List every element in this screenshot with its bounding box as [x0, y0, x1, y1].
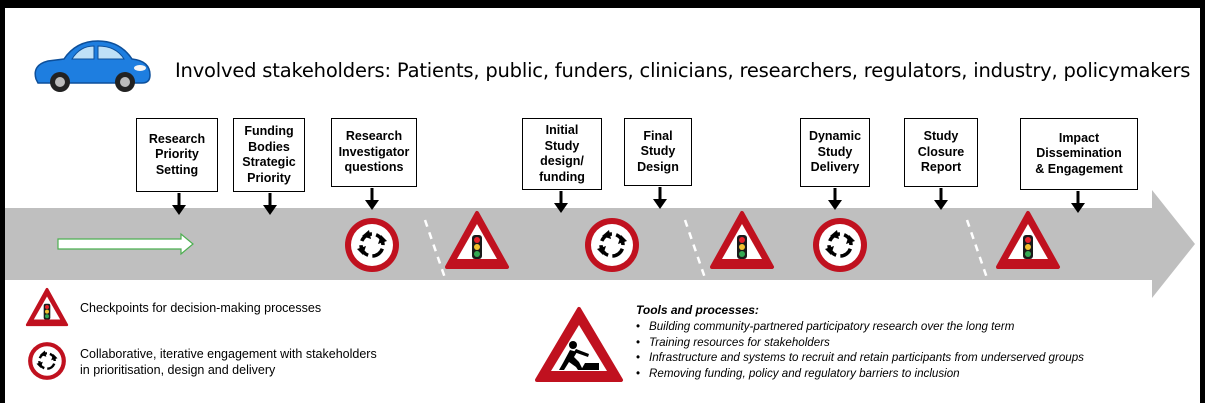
lane-dash [423, 219, 989, 279]
roadworks-sign-icon [535, 307, 623, 382]
tools-list: Building community-partnered participato… [636, 319, 1084, 381]
tools-list-item: Infrastructure and systems to recruit an… [636, 350, 1084, 366]
car-icon [34, 40, 151, 92]
legend-checkpoint-label: Checkpoints for decision-making processe… [80, 301, 322, 315]
tools-list-item: Training resources for stakeholders [636, 335, 1084, 351]
stakeholders-title: Involved stakeholders: Patients, public,… [175, 59, 1191, 82]
start-arrow [57, 232, 194, 256]
tools-list-item: Building community-partnered participato… [636, 319, 1084, 335]
stage-box: Final Study Design [624, 118, 692, 186]
stage-box: Research Investigator questions [331, 118, 417, 187]
stage-box: Dynamic Study Delivery [800, 118, 870, 187]
stage-box: Impact Dissemination & Engagement [1020, 118, 1138, 190]
legend-engagement-label: Collaborative, iterative engagement with… [80, 347, 377, 377]
stage-box: Study Closure Report [904, 118, 978, 187]
traffic-light-warning-icon [25, 287, 69, 327]
stage-box: Initial Study design/ funding [522, 118, 602, 190]
roundabout-sign-icon [26, 340, 68, 382]
tools-heading: Tools and processes: [636, 303, 759, 317]
tools-list-item: Removing funding, policy and regulatory … [636, 366, 1084, 382]
stage-box: Research Priority Setting [136, 118, 218, 192]
stage-box: Funding Bodies Strategic Priority [233, 118, 305, 192]
